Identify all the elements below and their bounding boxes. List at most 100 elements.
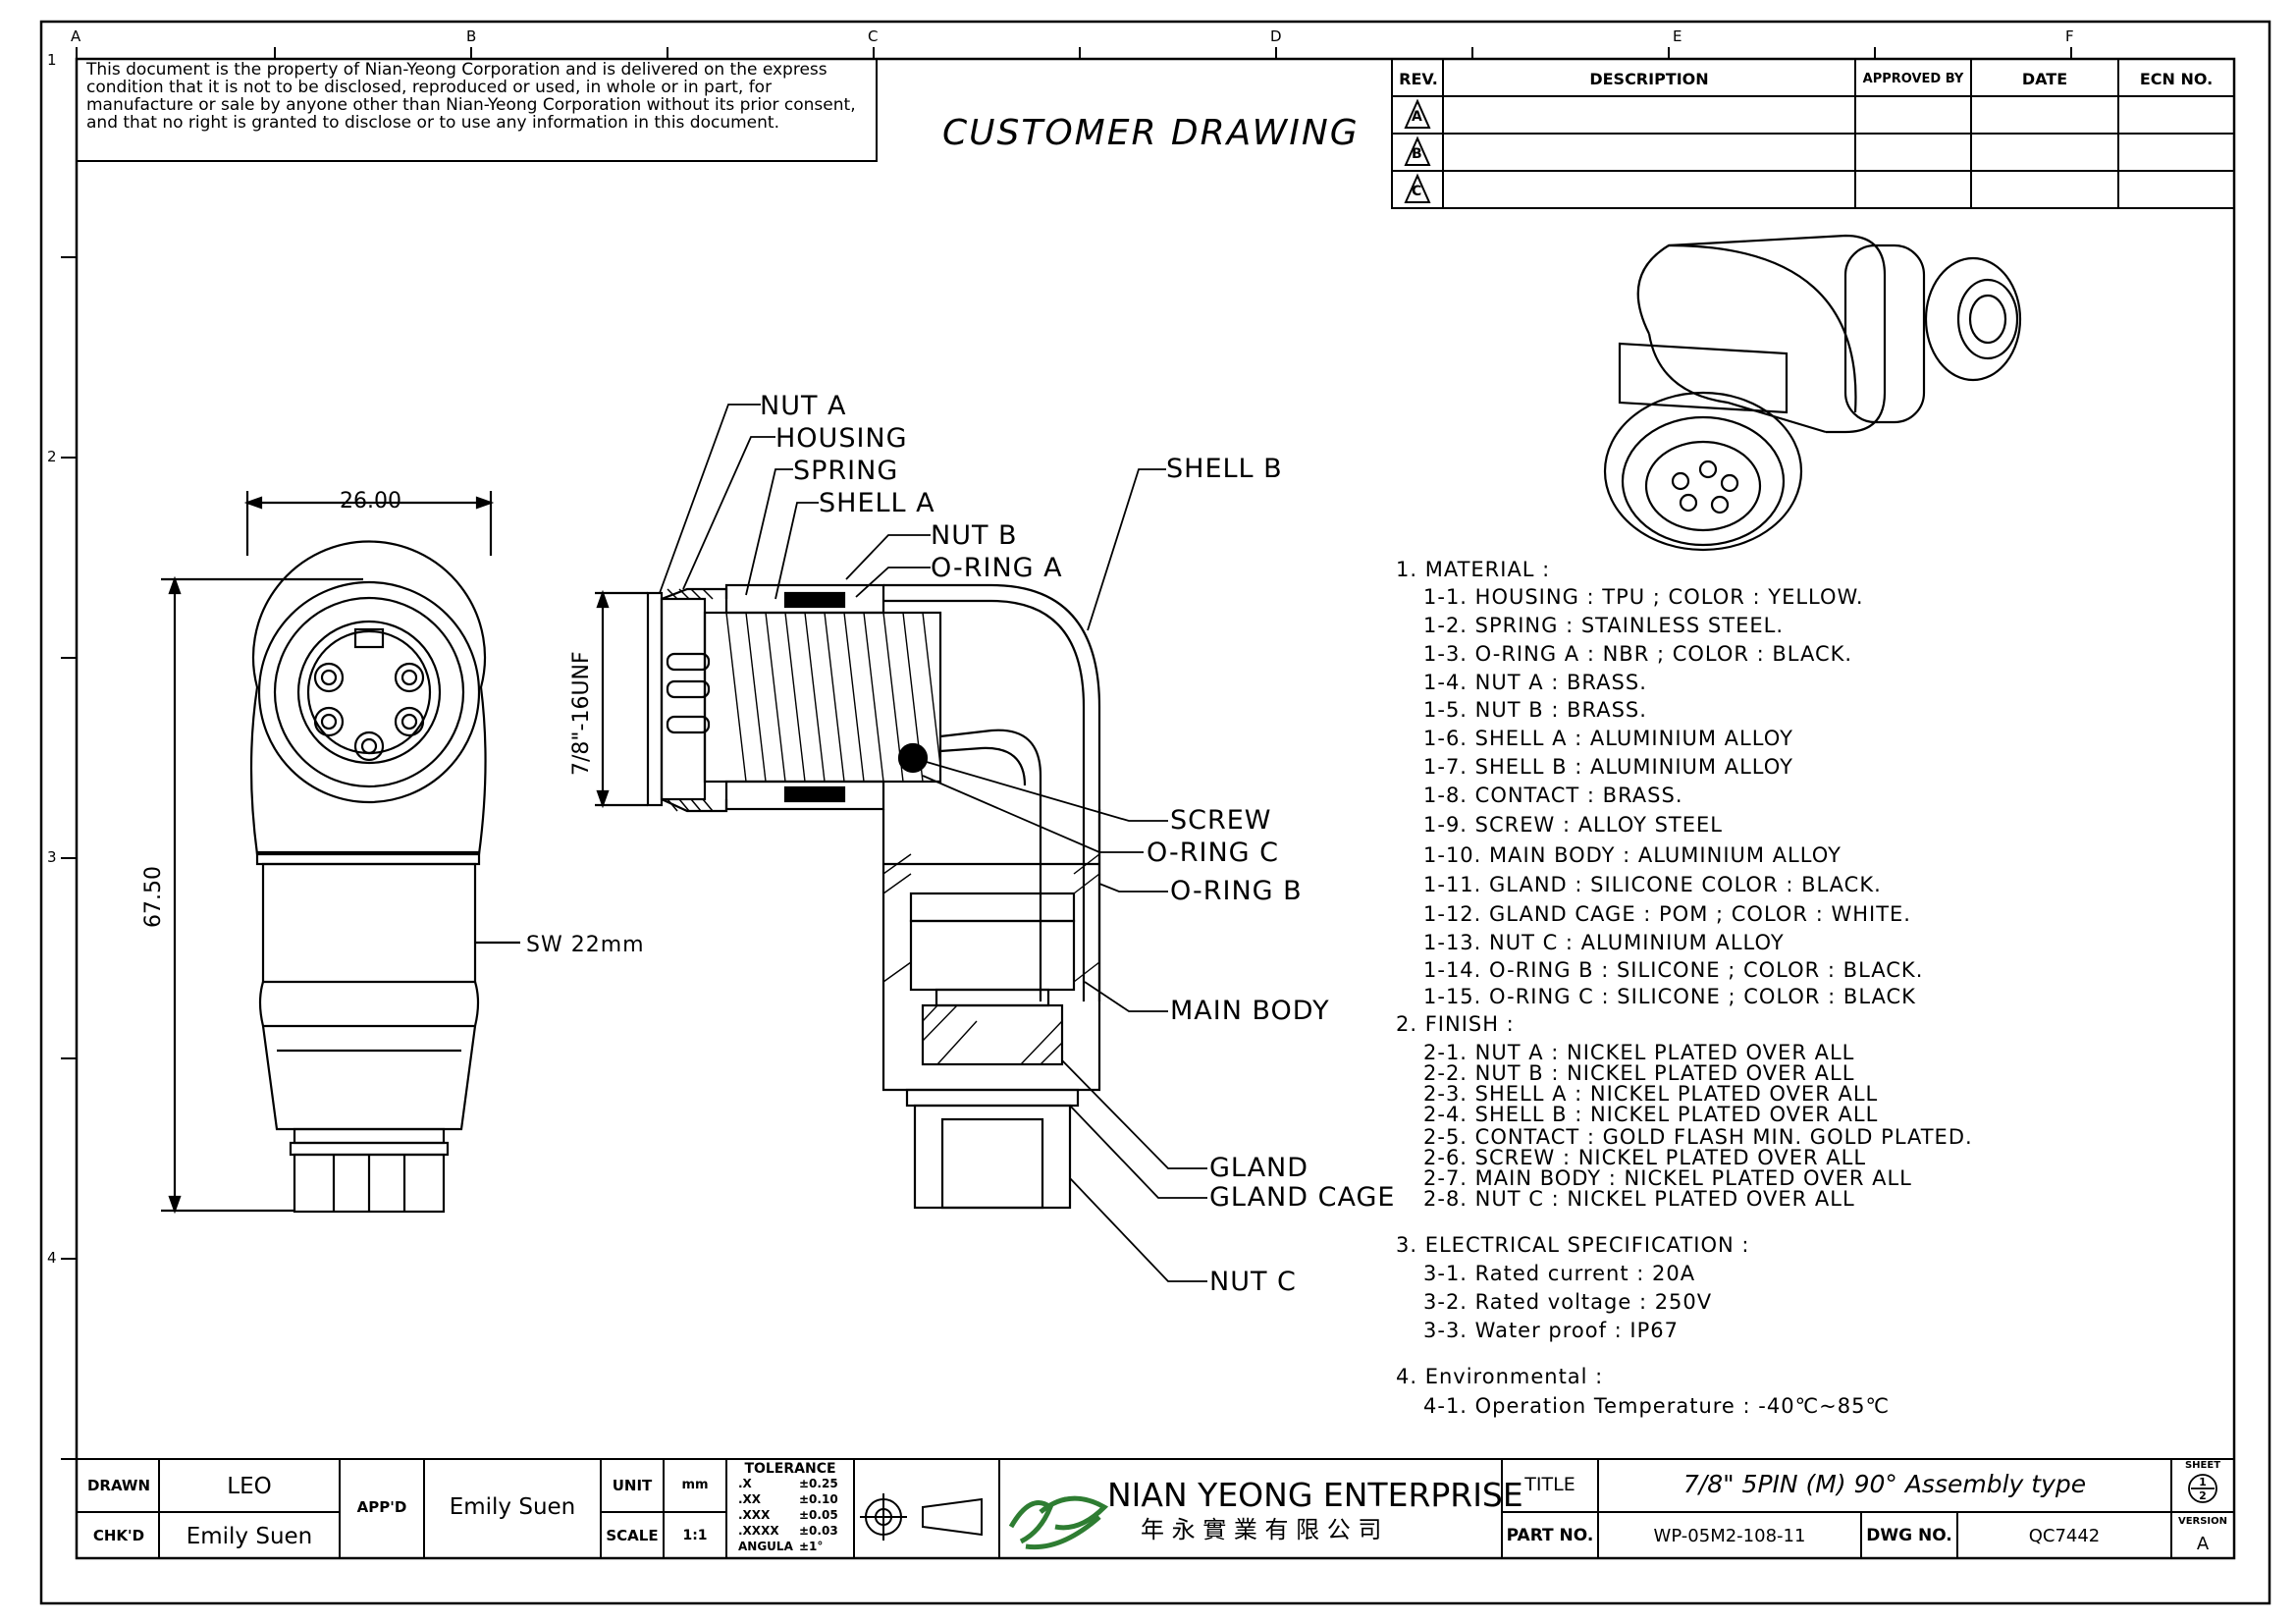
tolerance-label: TOLERANCE bbox=[744, 1461, 836, 1477]
section-view bbox=[595, 583, 1101, 1210]
spec-line: 4-1. Operation Temperature : -40℃~85℃ bbox=[1423, 1394, 1891, 1418]
leader-lines bbox=[659, 404, 1207, 1282]
spec-line: 2. FINISH : bbox=[1396, 1012, 1515, 1036]
disclaimer-text: This document is the property of Nian-Ye… bbox=[86, 60, 856, 133]
grid-row-2: 2 bbox=[47, 448, 57, 465]
revision-triangles bbox=[1404, 98, 1431, 203]
tolerance-key: .XX bbox=[738, 1492, 762, 1506]
grid-col-a: A bbox=[71, 27, 81, 45]
inner-frame bbox=[75, 57, 2236, 1560]
spec-line: 2-2. NUT B : NICKEL PLATED OVER ALL bbox=[1423, 1061, 1855, 1085]
callout-shell-a: SHELL A bbox=[819, 488, 935, 518]
spec-line: 2-8. NUT C : NICKEL PLATED OVER ALL bbox=[1423, 1187, 1855, 1211]
chkd-label: CHK'D bbox=[92, 1527, 145, 1544]
unit-value: mm bbox=[681, 1478, 709, 1492]
spec-line: 1-12. GLAND CAGE : POM ; COLOR : WHITE. bbox=[1423, 902, 1911, 926]
callout-screw: SCREW bbox=[1170, 805, 1272, 836]
version-value: A bbox=[2196, 1534, 2210, 1554]
rev-a-label: A bbox=[1412, 109, 1422, 125]
drawn-value: LEO bbox=[227, 1474, 272, 1499]
approved-by-header: APPROVED BY bbox=[1862, 72, 1964, 86]
callout-oring-a: O-RING A bbox=[931, 553, 1063, 583]
grid-col-e: E bbox=[1673, 27, 1682, 45]
tolerance-key: .XXXX bbox=[738, 1524, 779, 1538]
company-name-en: NIAN YEONG ENTERPRISE bbox=[1107, 1476, 1523, 1514]
company-logo bbox=[1008, 1495, 1109, 1550]
spec-line: 2-3. SHELL A : NICKEL PLATED OVER ALL bbox=[1423, 1082, 1879, 1106]
dwgno-value: QC7442 bbox=[2028, 1526, 2101, 1546]
spec-line: 1-8. CONTACT : BRASS. bbox=[1423, 784, 1683, 807]
spec-line: 1-7. SHELL B : ALUMINIUM ALLOY bbox=[1423, 755, 1793, 779]
tolerance-key: .X bbox=[738, 1477, 752, 1490]
sheet-label: SHEET bbox=[2184, 1460, 2221, 1471]
spec-line: 1-2. SPRING : STAINLESS STEEL. bbox=[1423, 614, 1785, 637]
spec-line: 3-3. Water proof : IP67 bbox=[1423, 1319, 1679, 1342]
spec-line: 4. Environmental : bbox=[1396, 1365, 1604, 1388]
company-name-zh: 年 永 實 業 有 限 公 司 bbox=[1141, 1516, 1382, 1543]
spec-line: 1-5. NUT B : BRASS. bbox=[1423, 698, 1647, 722]
spec-line: 1-9. SCREW : ALLOY STEEL bbox=[1423, 813, 1723, 837]
rev-b-label: B bbox=[1412, 146, 1422, 162]
dim-thread: 7/8"-16UNF bbox=[569, 651, 594, 776]
spec-line: 1-6. SHELL A : ALUMINIUM ALLOY bbox=[1423, 727, 1793, 750]
callout-oring-b: O-RING B bbox=[1170, 876, 1303, 906]
callout-gland: GLAND bbox=[1209, 1153, 1309, 1183]
callout-nut-c: NUT C bbox=[1209, 1267, 1297, 1297]
description-header: DESCRIPTION bbox=[1589, 70, 1709, 88]
spec-line: 3-1. Rated current : 20A bbox=[1423, 1262, 1696, 1285]
grid-col-c: C bbox=[868, 27, 879, 45]
tolerance-value: ±0.05 bbox=[799, 1508, 838, 1522]
spec-line: 1-14. O-RING B : SILICONE ; COLOR : BLAC… bbox=[1423, 958, 1924, 982]
spec-line: 1-10. MAIN BODY : ALUMINIUM ALLOY bbox=[1423, 843, 1842, 867]
callout-spring: SPRING bbox=[793, 456, 899, 486]
appd-value: Emily Suen bbox=[449, 1494, 576, 1520]
spec-line: 2-4. SHELL B : NICKEL PLATED OVER ALL bbox=[1423, 1103, 1879, 1126]
revision-table-grid bbox=[1391, 58, 2235, 209]
callout-shell-b: SHELL B bbox=[1166, 454, 1283, 484]
spec-line: 1-4. NUT A : BRASS. bbox=[1423, 671, 1647, 694]
spec-line: 1-3. O-RING A : NBR ; COLOR : BLACK. bbox=[1423, 642, 1853, 666]
chkd-value: Emily Suen bbox=[186, 1524, 313, 1549]
callout-housing: HOUSING bbox=[775, 423, 908, 454]
spec-line: 1-1. HOUSING : TPU ; COLOR : YELLOW. bbox=[1423, 585, 1864, 609]
partno-value: WP-05M2-108-11 bbox=[1653, 1526, 1806, 1546]
unit-label: UNIT bbox=[612, 1477, 653, 1494]
partno-label: PART NO. bbox=[1506, 1526, 1594, 1545]
ecn-no-header: ECN NO. bbox=[2139, 70, 2214, 88]
callout-gland-cage: GLAND CAGE bbox=[1209, 1182, 1396, 1213]
callout-oring-c: O-RING C bbox=[1147, 838, 1280, 868]
dim-width: 26.00 bbox=[340, 489, 401, 514]
version-label: VERSION bbox=[2177, 1516, 2228, 1527]
spec-line: 2-6. SCREW : NICKEL PLATED OVER ALL bbox=[1423, 1146, 1867, 1169]
date-header: DATE bbox=[2021, 70, 2068, 88]
callout-nut-a: NUT A bbox=[760, 391, 847, 421]
sheet-top: 1 bbox=[2199, 1476, 2207, 1488]
spec-line: 2-5. CONTACT : GOLD FLASH MIN. GOLD PLAT… bbox=[1423, 1125, 1973, 1149]
isometric-view bbox=[1603, 234, 2022, 552]
dim-height: 67.50 bbox=[141, 866, 166, 928]
front-view bbox=[161, 491, 520, 1215]
title-label: TITLE bbox=[1524, 1474, 1575, 1495]
title-block-grid bbox=[77, 1458, 2234, 1558]
appd-label: APP'D bbox=[356, 1498, 407, 1516]
title-value: 7/8" 5PIN (M) 90° Assembly type bbox=[1682, 1470, 2087, 1498]
grid-row-3: 3 bbox=[47, 848, 57, 866]
rev-header: REV. bbox=[1399, 70, 1438, 88]
spec-line: 1-11. GLAND : SILICONE COLOR : BLACK. bbox=[1423, 873, 1882, 896]
grid-col-f: F bbox=[2065, 27, 2074, 45]
spec-line: 1-15. O-RING C : SILICONE ; COLOR : BLAC… bbox=[1423, 985, 1916, 1008]
tolerance-value: ±0.10 bbox=[799, 1492, 838, 1506]
spec-line: 3-2. Rated voltage : 250V bbox=[1423, 1290, 1713, 1314]
grid-ticks bbox=[61, 47, 2072, 1460]
dim-wrench: SW 22mm bbox=[526, 933, 645, 957]
drawn-label: DRAWN bbox=[86, 1477, 151, 1494]
grid-row-4: 4 bbox=[47, 1249, 57, 1267]
grid-col-d: D bbox=[1270, 27, 1282, 45]
callout-main-body: MAIN BODY bbox=[1170, 996, 1330, 1026]
disclaimer-box bbox=[76, 58, 878, 162]
spec-line: 3. ELECTRICAL SPECIFICATION : bbox=[1396, 1233, 1750, 1257]
tolerance-value: ±0.03 bbox=[799, 1524, 838, 1538]
outer-frame bbox=[39, 20, 2271, 1605]
scale-label: SCALE bbox=[606, 1527, 659, 1544]
